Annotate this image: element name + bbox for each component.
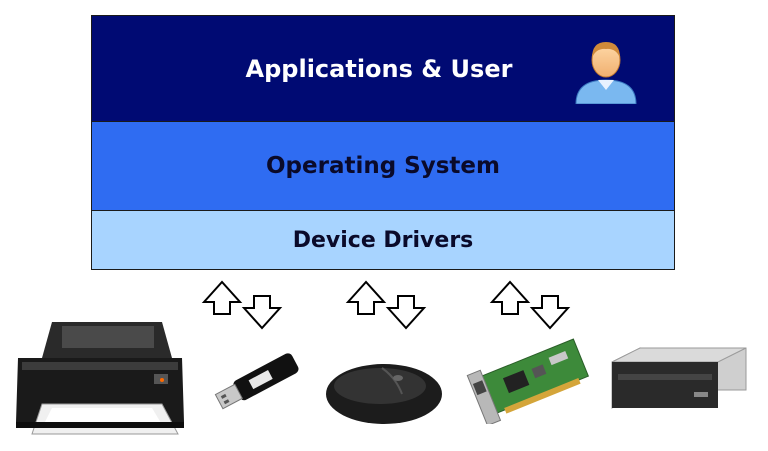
- up-down-arrows-icon: [201, 280, 283, 330]
- up-down-arrows-icon: [345, 280, 427, 330]
- applications-label: Applications & User: [245, 54, 513, 83]
- usb-drive-icon: [214, 353, 299, 410]
- applications-layer: Applications & User: [92, 16, 674, 122]
- operating-system-layer: Operating System: [92, 122, 674, 211]
- up-down-arrows-icon: [489, 280, 571, 330]
- device-drivers-label: Device Drivers: [292, 227, 474, 253]
- network-card-icon: [466, 338, 590, 424]
- device-drivers-layer: Device Drivers: [92, 211, 674, 269]
- layer-stack: Applications & User Operating System Dev…: [91, 15, 675, 270]
- mouse-icon: [326, 364, 442, 424]
- optical-drive-icon: [611, 347, 747, 409]
- operating-system-label: Operating System: [265, 153, 500, 179]
- printer-icon: [16, 322, 184, 435]
- user-icon: [575, 42, 637, 104]
